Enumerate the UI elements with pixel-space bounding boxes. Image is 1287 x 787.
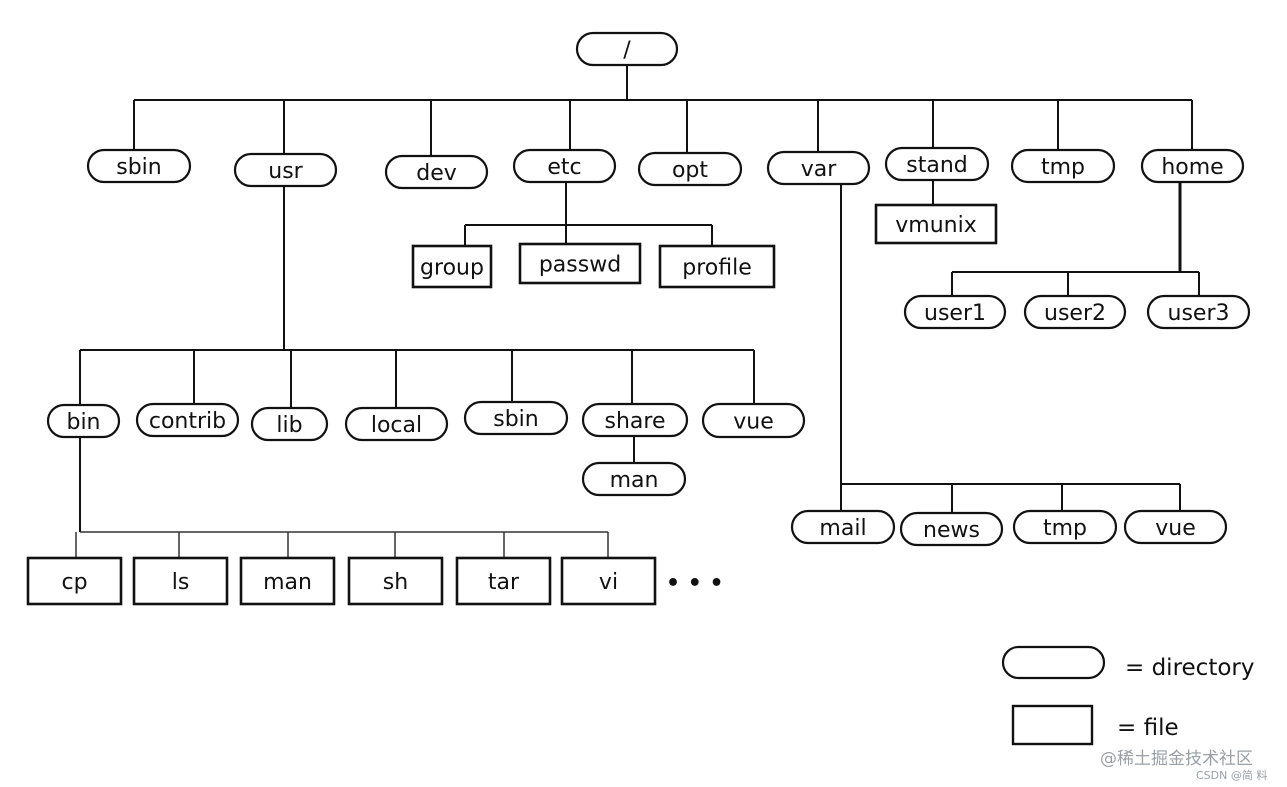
node-var-mail: mail [790, 509, 896, 545]
node-label: user3 [1168, 301, 1230, 326]
node-sbin: sbin [86, 148, 192, 184]
node-stand: stand [884, 146, 990, 182]
node-label: tmp [1041, 155, 1085, 180]
node-label: local [371, 413, 422, 438]
node-label: lib [276, 413, 302, 438]
node-label: var [801, 157, 838, 182]
node-opt: opt [637, 151, 743, 187]
legend-directory-label: = directory [1125, 655, 1254, 681]
node-label: man [263, 570, 312, 595]
node-usr-sbin: sbin [463, 400, 569, 436]
node-root: / [575, 31, 679, 67]
node-label: tar [488, 570, 520, 595]
node-label: news [923, 518, 980, 543]
node-label: ls [172, 570, 190, 595]
node-vmunix: vmunix [874, 203, 998, 245]
watermark-csdn: CSDN @简 料 [1196, 769, 1268, 782]
node-etc: etc [512, 148, 617, 184]
node-label: group [420, 256, 484, 281]
node-usr-share: share [581, 402, 689, 438]
legend-file-symbol [1011, 704, 1094, 746]
node-tmp: tmp [1010, 148, 1116, 184]
node-label: stand [906, 153, 967, 178]
node-label: vue [733, 410, 774, 435]
node-user2: user2 [1023, 294, 1127, 330]
node-bin-man: man [239, 556, 336, 606]
node-label: share [605, 409, 666, 434]
node-label: man [610, 468, 659, 493]
node-usr-contrib: contrib [135, 402, 240, 438]
node-label: tmp [1043, 516, 1087, 541]
node-label: etc [547, 155, 581, 180]
node-label: opt [672, 158, 708, 183]
node-dev: dev [384, 154, 489, 190]
node-label: contrib [149, 409, 226, 434]
node-user3: user3 [1146, 294, 1251, 330]
node-usr: usr [233, 152, 338, 188]
node-bin-sh: sh [347, 556, 444, 606]
ellipsis: • • • [666, 571, 724, 596]
node-user1: user1 [903, 294, 1007, 330]
node-label: passwd [539, 253, 621, 278]
node-var-news: news [899, 511, 1004, 547]
node-label: / [623, 38, 631, 63]
node-label: cp [61, 570, 87, 595]
node-group: group [411, 244, 493, 289]
node-label: sbin [493, 407, 538, 432]
node-var-tmp: tmp [1012, 509, 1118, 545]
node-label: vue [1155, 516, 1196, 541]
node-usr-lib: lib [250, 406, 329, 442]
node-share-man: man [581, 461, 687, 497]
node-label: sbin [116, 155, 161, 180]
node-label: sh [383, 570, 408, 595]
node-bin-cp: cp [26, 556, 123, 606]
node-usr-bin: bin [46, 403, 121, 439]
node-label: user2 [1044, 301, 1106, 326]
node-usr-vue: vue [701, 402, 806, 439]
node-bin-tar: tar [455, 556, 552, 606]
node-label: vi [599, 570, 618, 595]
node-passwd: passwd [518, 242, 642, 285]
node-label: dev [416, 161, 457, 186]
node-label: home [1161, 155, 1223, 180]
node-bin-vi: vi [560, 556, 657, 606]
node-label: bin [66, 410, 100, 435]
node-profile: profile [658, 244, 776, 289]
node-bin-ls: ls [132, 556, 229, 606]
legend-directory: = directory [1001, 645, 1254, 681]
node-var-vue: vue [1123, 509, 1228, 545]
node-home: home [1140, 148, 1245, 184]
legend-directory-symbol [1001, 645, 1106, 680]
node-label: vmunix [895, 213, 976, 238]
node-label: profile [682, 256, 752, 281]
node-label: mail [819, 516, 866, 541]
node-label: usr [268, 159, 303, 184]
node-usr-local: local [344, 406, 449, 442]
legend-file: = file [1011, 704, 1179, 746]
legend-file-label: = file [1117, 715, 1179, 741]
node-label: user1 [924, 301, 986, 326]
watermark-juejin: @稀土掘金技术社区 [1100, 749, 1253, 769]
node-var: var [766, 150, 871, 186]
